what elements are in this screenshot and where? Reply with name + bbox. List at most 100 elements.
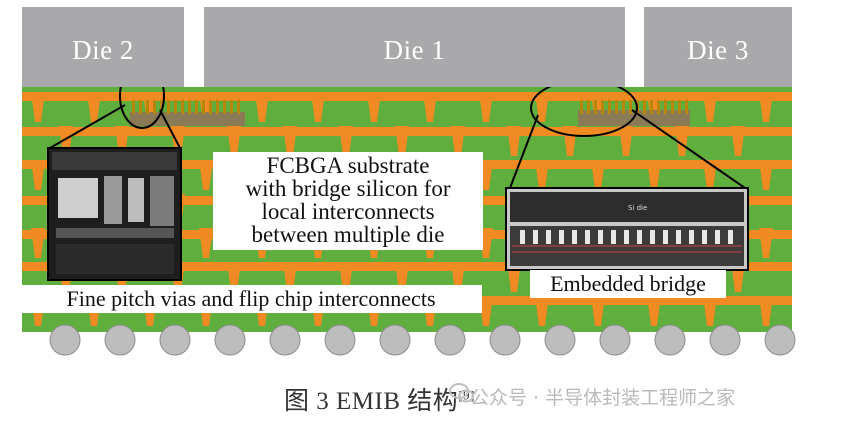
bridge-pillar <box>728 230 733 244</box>
via <box>703 160 717 190</box>
figure-caption: 图 3 EMIB 结构[9] 公众号 · 半导体封装工程师之家 <box>0 373 865 417</box>
via <box>591 160 605 190</box>
via <box>31 92 45 122</box>
bridge-pillar <box>637 230 642 244</box>
solder-ball <box>764 324 796 356</box>
via <box>31 160 45 190</box>
microbump <box>202 100 205 114</box>
micrograph-right: Si die <box>505 187 749 271</box>
microbump <box>685 100 688 114</box>
via <box>479 92 493 122</box>
callout-line <box>631 109 746 189</box>
microbump <box>209 100 212 114</box>
microbump <box>657 100 660 114</box>
solder-ball <box>104 324 136 356</box>
via <box>199 160 213 190</box>
bridge-pillar <box>624 230 629 244</box>
svg-text:Si die: Si die <box>628 204 647 212</box>
via <box>619 126 633 156</box>
via <box>563 126 577 156</box>
via <box>339 126 353 156</box>
solder-ball <box>159 324 191 356</box>
microbump <box>230 100 233 114</box>
microbump <box>629 100 632 114</box>
microbump <box>174 100 177 114</box>
microbump <box>223 100 226 114</box>
microbump <box>664 100 667 114</box>
via <box>703 296 717 326</box>
solder-ball <box>599 324 631 356</box>
via <box>507 126 521 156</box>
microbump <box>139 100 142 114</box>
microbump <box>622 100 625 114</box>
microbump <box>671 100 674 114</box>
via <box>591 296 605 326</box>
solder-ball <box>654 324 686 356</box>
figure-title: 图 3 EMIB 结构[9] <box>284 387 475 415</box>
bridge-pillar <box>611 230 616 244</box>
via <box>199 228 213 258</box>
solder-ball <box>709 324 741 356</box>
solder-ball <box>544 324 576 356</box>
microbump <box>643 100 646 114</box>
via <box>759 160 773 190</box>
via <box>647 160 661 190</box>
microbump <box>188 100 191 114</box>
microbump <box>146 100 149 114</box>
solder-ball <box>489 324 521 356</box>
via <box>227 126 241 156</box>
via <box>703 92 717 122</box>
substrate-line-4: between multiple die <box>251 222 445 247</box>
substrate-callout: FCBGA substrate with bridge silicon for … <box>213 152 483 250</box>
via <box>479 296 493 326</box>
bridge-pillar <box>585 230 590 244</box>
bridge-pillar <box>546 230 551 244</box>
die-1: Die 1 <box>204 7 625 87</box>
via <box>283 126 297 156</box>
via <box>535 92 549 122</box>
via <box>759 92 773 122</box>
bridge-microbumps <box>132 100 688 114</box>
die-2: Die 2 <box>22 7 184 87</box>
bridge-silicon-left <box>130 112 245 126</box>
via <box>759 296 773 326</box>
bridge-pillar <box>598 230 603 244</box>
microbump <box>594 100 597 114</box>
microbump <box>195 100 198 114</box>
bridge-pillar <box>663 230 668 244</box>
solder-ball <box>324 324 356 356</box>
bridge-pillar <box>533 230 538 244</box>
bridge-pillar <box>520 230 525 244</box>
microbump <box>615 100 618 114</box>
via <box>451 262 465 292</box>
solder-ball <box>434 324 466 356</box>
callout-line <box>159 109 181 149</box>
via <box>87 92 101 122</box>
via <box>759 228 773 258</box>
die-1-label: Die 1 <box>383 35 446 65</box>
via <box>423 92 437 122</box>
via <box>451 126 465 156</box>
bridge-pillar <box>689 230 694 244</box>
bridge-pillars <box>520 230 733 244</box>
microbump <box>181 100 184 114</box>
microbump <box>587 100 590 114</box>
via <box>339 262 353 292</box>
right-caption: Embedded bridge <box>530 270 726 298</box>
via <box>647 296 661 326</box>
callout-line <box>49 104 126 149</box>
die-2-label: Die 2 <box>72 35 134 65</box>
bridge-pillar <box>572 230 577 244</box>
via <box>395 262 409 292</box>
bridge-pillar <box>702 230 707 244</box>
bridge-pillar <box>559 230 564 244</box>
bridge-pillar <box>715 230 720 244</box>
solder-ball <box>379 324 411 356</box>
microbump <box>601 100 604 114</box>
substrate-line-3: local interconnects <box>261 199 435 224</box>
microbump <box>153 100 156 114</box>
microbump <box>160 100 163 114</box>
solder-ball <box>214 324 246 356</box>
via <box>31 228 45 258</box>
